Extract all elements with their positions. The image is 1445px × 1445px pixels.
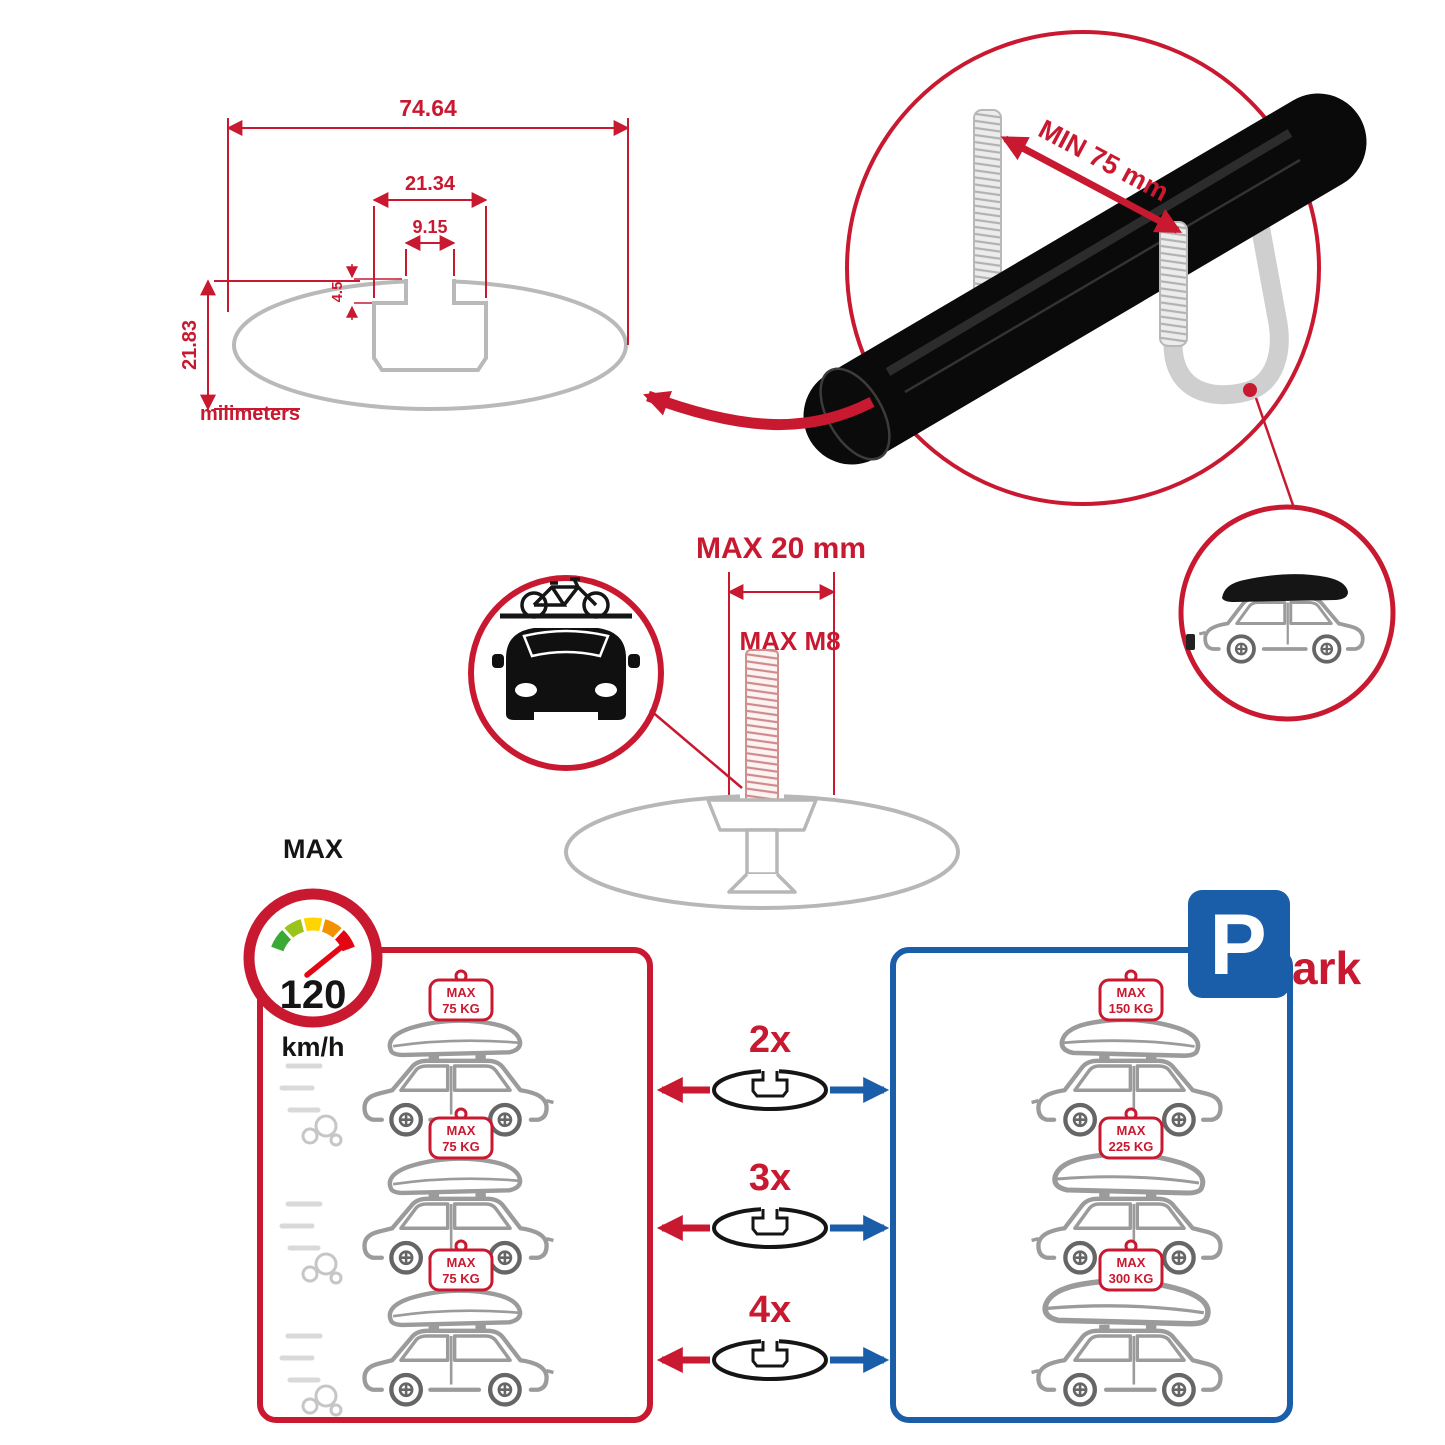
dim-total-width-label: 74.64 <box>399 95 457 121</box>
bolt-dimension-lines <box>727 572 836 795</box>
tag-weight: 75 KG <box>442 1001 480 1016</box>
car-with-cargo: MAX 75 KG <box>279 969 553 1147</box>
load-tag: MAX 75 KG <box>428 1107 494 1160</box>
unit-label: milimeters <box>200 403 300 425</box>
park-sign-suffix: ark <box>1292 942 1361 994</box>
tag-max: MAX <box>1117 985 1146 1000</box>
speedometer-icon <box>243 888 383 1028</box>
tag-weight: 225 KG <box>1109 1139 1154 1154</box>
crossbar-mini-icon <box>712 1337 828 1381</box>
multiplier-label: 4x <box>749 1289 791 1331</box>
motion-lines <box>279 1063 343 1147</box>
speed-limit: MAX 120 km/h <box>243 834 383 1062</box>
crossbar-cross-section-diagram: 74.64 21.34 9.15 4.5 21.83 milimeters <box>179 95 630 425</box>
load-tag: MAX 300 KG <box>1098 1239 1164 1292</box>
dim-channel-width-label: 21.34 <box>405 173 456 195</box>
load-tag: MAX 225 KG <box>1098 1107 1164 1160</box>
tag-max: MAX <box>447 1123 476 1138</box>
car-with-cargo: MAX 75 KG <box>279 1107 553 1285</box>
connector-line-suv <box>1254 397 1296 509</box>
tag-weight: 75 KG <box>442 1139 480 1154</box>
tag-weight: 300 KG <box>1109 1271 1154 1286</box>
bar-count-column: 2x 3x 4x <box>656 1019 890 1381</box>
cross-section-pointer-arrow <box>643 390 875 430</box>
clamp-threaded-rod-front <box>1159 221 1188 347</box>
roof-cargo-box-icon <box>1222 574 1348 602</box>
dim-slot-depth-label: 4.5 <box>329 282 346 303</box>
load-tag: MAX 75 KG <box>428 969 494 1022</box>
dim-channel-width <box>372 192 488 298</box>
speed-unit: km/h <box>281 1032 344 1062</box>
gauge-ticks <box>280 916 346 940</box>
t-slot-adapter <box>706 798 818 894</box>
bar-3d-detail: MIN 75 mm <box>643 30 1367 509</box>
parking-cars: MAX 150 KG MAX 225 KG <box>1032 969 1221 1404</box>
driving-cars: MAX 75 KG MAX 75 KG <box>279 969 553 1417</box>
car-with-cargo: MAX 150 KG <box>1032 969 1221 1134</box>
crossbar-mini-icon <box>712 1205 828 1249</box>
car-with-cargo: MAX 225 KG <box>1032 1107 1221 1272</box>
dim-slot-depth <box>346 264 402 320</box>
tag-weight: 75 KG <box>442 1271 480 1286</box>
multiplier-label: 3x <box>749 1157 791 1199</box>
max-length-label: MAX 20 mm <box>696 532 866 565</box>
t-slot-channel-shape <box>372 279 488 372</box>
circle-leader-line <box>649 709 743 789</box>
park-sign: P ark <box>1188 890 1361 998</box>
bolt-detail: MAX 20 mm MAX M8 <box>468 532 960 910</box>
tag-weight: 150 KG <box>1109 1001 1154 1016</box>
dim-slot-width-label: 9.15 <box>412 217 447 237</box>
crossbar-3d <box>803 93 1367 465</box>
zoom-circle <box>845 30 1321 506</box>
dim-height <box>200 279 360 411</box>
park-sign-board <box>1188 890 1290 998</box>
load-tag: MAX 150 KG <box>1098 969 1164 1022</box>
load-tag: MAX 75 KG <box>428 1239 494 1292</box>
dim-slot-width <box>404 235 456 276</box>
car-with-cargo: MAX 300 KG <box>1032 1239 1221 1404</box>
suv-roofbox-circle <box>1178 504 1396 722</box>
tag-max: MAX <box>447 1255 476 1270</box>
park-sign-letter: P <box>1209 897 1266 993</box>
tag-max: MAX <box>1117 1255 1146 1270</box>
car-with-cargo: MAX 75 KG <box>279 1239 553 1417</box>
threaded-bolt <box>745 649 779 803</box>
speed-title: MAX <box>283 834 343 864</box>
suv-grille <box>1186 634 1195 650</box>
speed-value: 120 <box>280 973 347 1017</box>
tag-max: MAX <box>447 985 476 1000</box>
crossbar-mini-icon <box>712 1067 828 1111</box>
dim-total-width <box>226 118 630 345</box>
multiplier-label: 2x <box>749 1019 791 1061</box>
motion-lines <box>279 1201 343 1285</box>
motion-lines <box>279 1333 343 1417</box>
dim-height-label: 21.83 <box>179 320 201 370</box>
crossbar-channel-groove <box>885 129 1293 376</box>
car-front-icon <box>492 628 640 720</box>
crossbar-edge-line <box>904 158 1301 394</box>
tag-max: MAX <box>1117 1123 1146 1138</box>
clamp-point-dot <box>1243 383 1257 397</box>
gauge-needle <box>304 942 347 978</box>
